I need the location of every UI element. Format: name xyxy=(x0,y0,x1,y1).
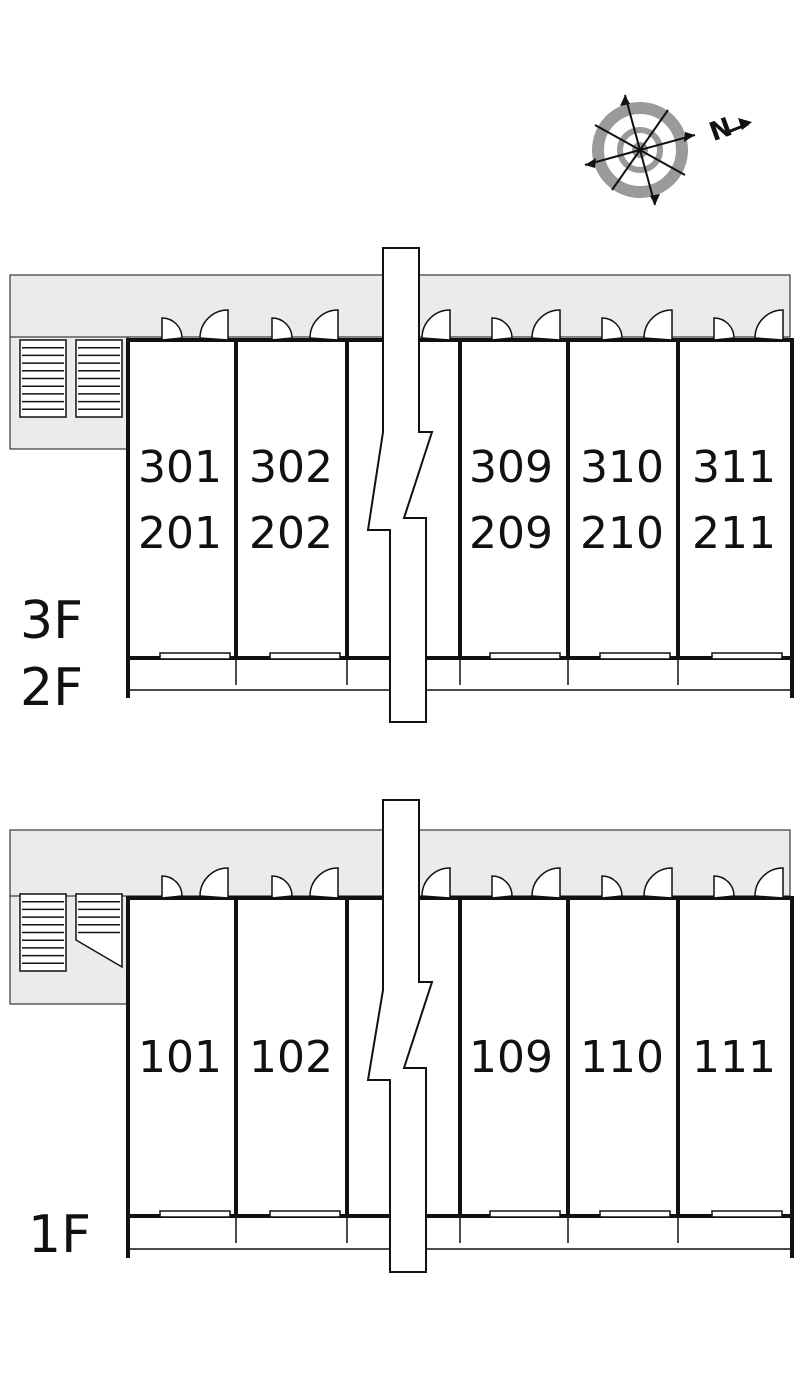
unit-number: 301 xyxy=(138,442,222,493)
unit-number: 211 xyxy=(692,508,776,559)
unit-number: 209 xyxy=(469,508,553,559)
unit-number: 310 xyxy=(580,442,664,493)
floor-label-3f: 3F xyxy=(20,591,83,651)
unit-number: 111 xyxy=(692,1032,776,1083)
unit-number: 109 xyxy=(469,1032,553,1083)
balcony-windows xyxy=(159,1210,783,1218)
break-marker xyxy=(366,247,434,723)
balcony-windows xyxy=(159,652,783,660)
entrance-doors xyxy=(161,309,784,341)
floor-label-2f: 2F xyxy=(20,658,83,718)
unit-number: 201 xyxy=(138,508,222,559)
unit-number: 202 xyxy=(249,508,333,559)
unit-number: 110 xyxy=(580,1032,664,1083)
unit-number: 102 xyxy=(249,1032,333,1083)
unit-number: 210 xyxy=(580,508,664,559)
staircase xyxy=(19,339,123,418)
unit-number: 101 xyxy=(138,1032,222,1083)
lower-floor-block: 101 102 109 110 111 xyxy=(9,799,794,1273)
upper-floor-block: 301 201 302 202 309 209 310 210 311 211 xyxy=(9,247,794,723)
staircase xyxy=(19,893,123,972)
break-marker xyxy=(366,799,434,1273)
unit-number: 311 xyxy=(692,442,776,493)
compass-icon: N xyxy=(584,94,752,206)
entrance-doors xyxy=(161,867,784,899)
unit-number: 309 xyxy=(469,442,553,493)
floor-label-1f: 1F xyxy=(28,1205,91,1265)
unit-number: 302 xyxy=(249,442,333,493)
